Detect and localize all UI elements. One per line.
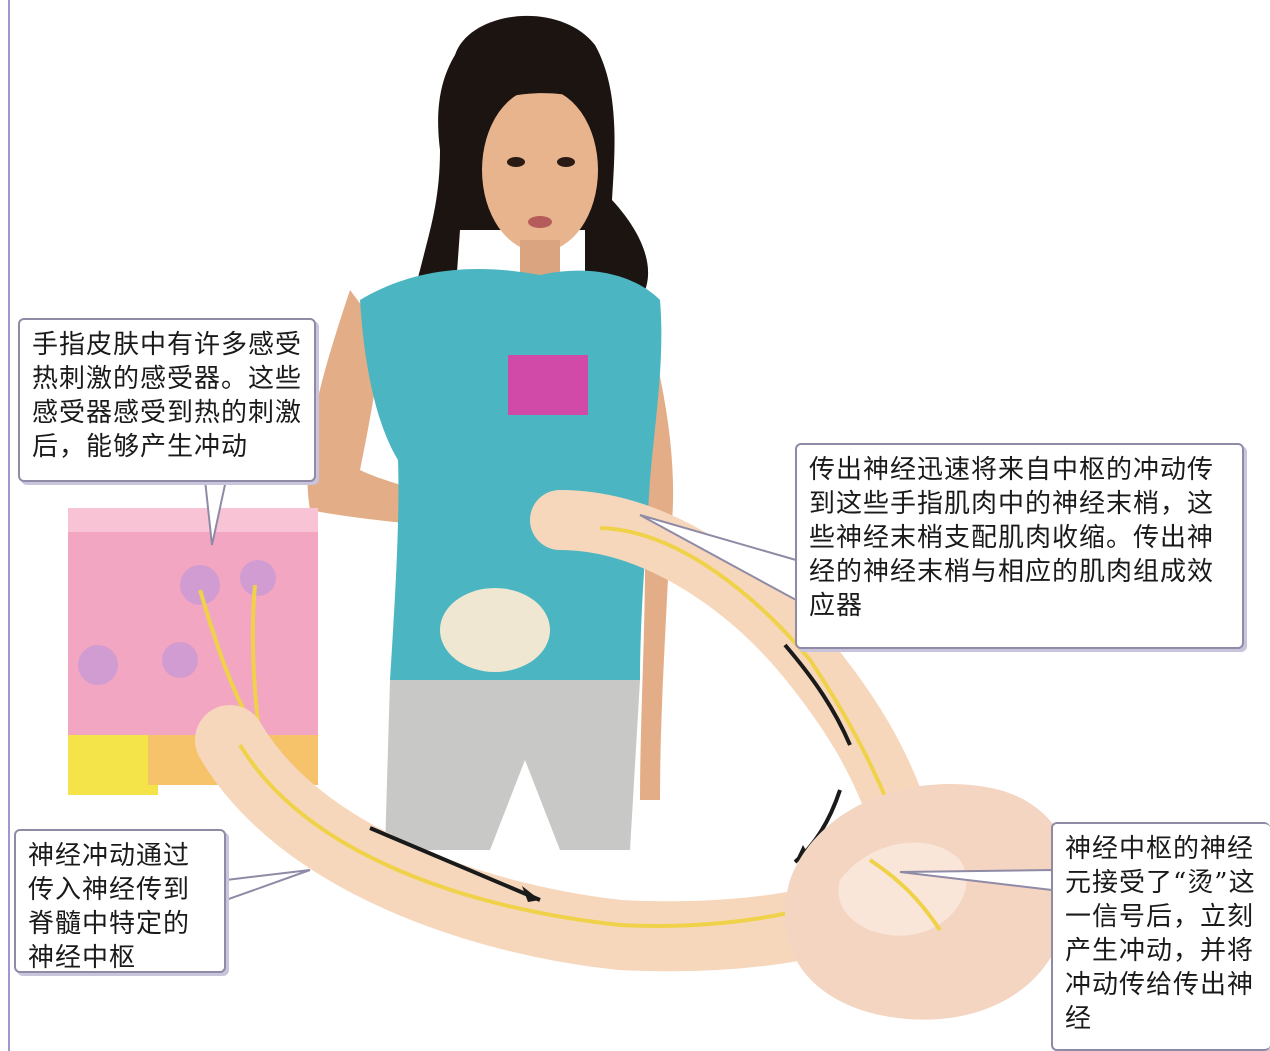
girl-figure [307,16,673,850]
efferent-nerve-callout: 传出神经迅速将来自中枢的冲动传到这些手指肌肉中的神经末梢，这些神经末梢支配肌肉收… [795,443,1244,649]
afferent-nerve-callout: 神经冲动通过传入神经传到脊髓中特定的神经中枢 [14,829,226,973]
receptor-callout: 手指皮肤中有许多感受热刺激的感受器。这些感受器感受到热的刺激后，能够产生冲动 [18,318,316,482]
nerve-center-callout: 神经中枢的神经元接受了“烫”这一信号后，立刻产生冲动，并将冲动传给传出神经 [1051,822,1270,1051]
